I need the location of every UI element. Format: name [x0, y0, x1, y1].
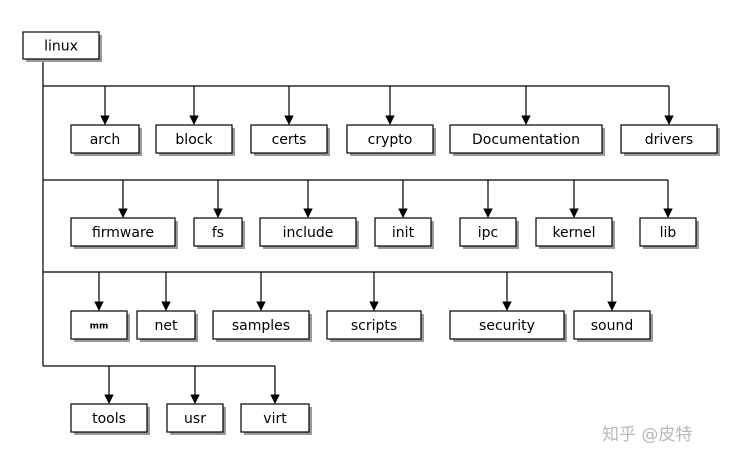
node-drivers-frame: [620, 124, 718, 154]
node-documentation-label: Documentation: [472, 132, 580, 148]
node-usr: usr: [166, 403, 226, 435]
tree-nodes: linux arch block certs crypto Documentation dr…: [22, 31, 720, 435]
node-net-frame: [136, 310, 196, 340]
node-block-label: block: [175, 132, 213, 148]
node-mm-label: mm: [90, 322, 109, 332]
node-lib-label: lib: [660, 225, 677, 241]
node-security-label: security: [479, 318, 535, 334]
node-arch: arch: [70, 124, 142, 156]
node-lib: lib: [639, 217, 699, 249]
node-crypto-label: crypto: [368, 132, 413, 148]
node-tools-label: tools: [92, 411, 126, 427]
node-virt-label: virt: [263, 411, 287, 427]
node-tools: tools: [70, 403, 150, 435]
node-sound-frame: [573, 310, 651, 340]
node-samples: samples: [212, 310, 312, 342]
node-block-frame: [155, 124, 233, 154]
node-usr-frame: [166, 403, 224, 433]
node-virt-frame: [240, 403, 310, 433]
node-security: security: [449, 310, 567, 342]
node-firmware-frame: [70, 217, 176, 247]
node-scripts-frame: [326, 310, 422, 340]
node-security-frame: [449, 310, 565, 340]
node-mm-frame: [70, 310, 128, 340]
node-documentation: Documentation: [449, 124, 605, 156]
node-ipc-frame: [459, 217, 517, 247]
node-firmware: firmware: [70, 217, 178, 249]
node-drivers-label: drivers: [645, 132, 693, 148]
node-kernel-frame: [535, 217, 613, 247]
node-ipc: ipc: [459, 217, 519, 249]
node-documentation-frame: [449, 124, 603, 154]
node-certs: certs: [250, 124, 330, 156]
tree-connectors: [42, 59, 674, 404]
node-crypto-frame: [346, 124, 434, 154]
node-kernel: kernel: [535, 217, 615, 249]
node-include-label: include: [283, 225, 334, 241]
node-lib-frame: [639, 217, 697, 247]
node-include: include: [259, 217, 359, 249]
node-block: block: [155, 124, 235, 156]
node-init-label: init: [392, 225, 415, 241]
node-scripts: scripts: [326, 310, 424, 342]
node-linux-frame: [22, 31, 100, 60]
node-samples-label: samples: [232, 318, 290, 334]
node-ipc-label: ipc: [478, 225, 498, 241]
node-fs: fs: [193, 217, 245, 249]
node-fs-label: fs: [212, 225, 224, 241]
node-firmware-label: firmware: [92, 225, 154, 241]
node-usr-label: usr: [184, 411, 206, 427]
node-sound-label: sound: [591, 318, 634, 334]
node-arch-label: arch: [90, 132, 121, 148]
node-mm: mm: [70, 310, 130, 342]
node-include-frame: [259, 217, 357, 247]
node-samples-frame: [212, 310, 310, 340]
node-linux-label: linux: [44, 39, 78, 55]
node-drivers: drivers: [620, 124, 720, 156]
node-scripts-label: scripts: [351, 318, 397, 334]
node-kernel-label: kernel: [552, 225, 595, 241]
node-linux: linux: [22, 31, 102, 62]
node-arch-frame: [70, 124, 140, 154]
watermark-text: 知乎 @皮特: [602, 425, 692, 445]
node-tools-frame: [70, 403, 148, 433]
node-certs-frame: [250, 124, 328, 154]
node-virt: virt: [240, 403, 312, 435]
node-sound: sound: [573, 310, 653, 342]
node-init-frame: [374, 217, 432, 247]
node-init: init: [374, 217, 434, 249]
node-fs-frame: [193, 217, 243, 247]
node-net-label: net: [155, 318, 178, 334]
node-net: net: [136, 310, 198, 342]
node-crypto: crypto: [346, 124, 436, 156]
node-certs-label: certs: [272, 132, 307, 148]
